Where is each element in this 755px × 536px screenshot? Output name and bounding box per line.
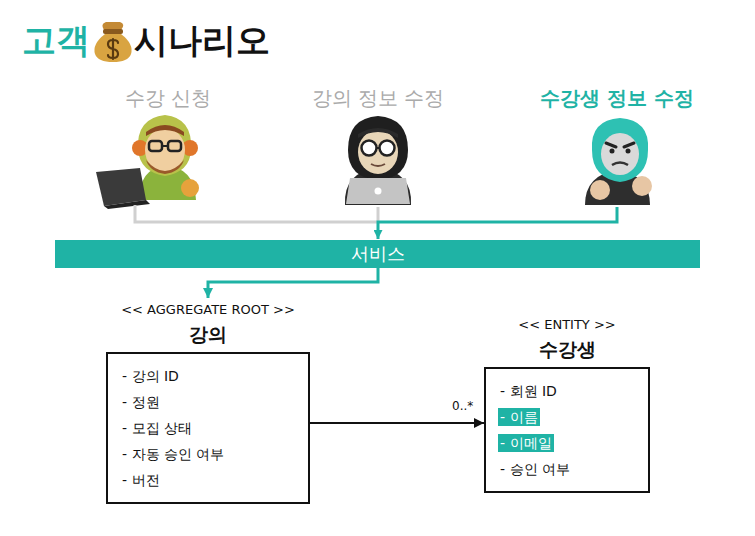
student-avatar-part — [181, 179, 199, 197]
customer-avatar-part — [612, 163, 628, 166]
student-avatar-part — [146, 125, 184, 136]
scenario-label: 수강생 정보 수정 — [540, 86, 694, 110]
attribute-row: - 강의 ID — [120, 363, 296, 389]
developer-avatar — [345, 116, 411, 205]
scenario-label: 강의 정보 수정 — [312, 86, 445, 110]
money-bag-icon-part — [94, 34, 131, 62]
aggregate-class-box: << AGGREGATE ROOT >>강의 - 강의 ID - 정원 - 모집 상태… — [106, 300, 310, 504]
student-avatar-part — [168, 141, 181, 151]
developer-avatar-part — [371, 164, 385, 166]
developer-avatar-part — [358, 128, 398, 138]
title-word: 시나리오 — [134, 20, 270, 61]
attribute-text: - 이메일 — [498, 434, 554, 452]
money-bag-icon-part — [108, 39, 118, 59]
student-avatar-part — [96, 168, 146, 206]
attribute-text: - 버전 — [120, 471, 162, 489]
attribute-row: - 회원 ID — [498, 378, 636, 404]
class-body: - 강의 ID - 정원 - 모집 상태 - 자동 승인 여부 - 버전 — [106, 352, 310, 504]
attribute-text: - 강의 ID — [120, 367, 181, 385]
developer-avatar-part — [358, 130, 398, 174]
scenario-wires — [135, 205, 617, 239]
attribute-row: - 승인 여부 — [498, 456, 636, 482]
developer-avatar-part — [375, 188, 382, 195]
scenario-wires-part — [135, 205, 378, 222]
developer-avatar-part — [348, 116, 408, 180]
student-avatar-part — [138, 115, 191, 176]
scenario-wires-part — [378, 207, 617, 239]
student-avatar-part — [146, 160, 184, 174]
connector — [310, 422, 484, 424]
stereotype-label: << ENTITY >> — [518, 315, 615, 335]
customer-avatar — [585, 118, 652, 205]
developer-avatar-part — [346, 178, 410, 204]
money-bag-icon-part — [103, 29, 123, 34]
class-body: - 회원 ID - 이름 - 이메일 - 승인 여부 — [484, 367, 650, 493]
developer-avatar-part — [362, 141, 377, 156]
multiplicity-label: 0..* — [450, 399, 475, 413]
student-avatar — [96, 115, 199, 209]
money-bag-icon — [94, 22, 131, 62]
attribute-text: - 모집 상태 — [120, 419, 194, 437]
attribute-row: - 정원 — [120, 389, 296, 415]
developer-avatar-part — [380, 141, 395, 156]
customer-avatar-part — [590, 180, 610, 200]
connector — [208, 268, 378, 298]
scenario-wires-part — [377, 207, 380, 222]
attribute-row: - 자동 승인 여부 — [120, 441, 296, 467]
attribute-text: - 자동 승인 여부 — [120, 445, 226, 463]
attribute-row: - 이메일 — [498, 430, 636, 456]
student-avatar-part — [104, 200, 150, 209]
service-band: 서비스 — [55, 240, 700, 268]
class-name: 강의 — [189, 320, 227, 348]
customer-avatar-part — [592, 118, 648, 182]
class-name: 수강생 — [539, 335, 596, 363]
attribute-row: - 버전 — [120, 467, 296, 493]
attribute-text: - 이름 — [498, 408, 540, 426]
customer-avatar-part — [606, 143, 634, 147]
developer-avatar-part — [376, 147, 380, 149]
band-label: 서비스 — [351, 242, 405, 266]
attribute-text: - 승인 여부 — [498, 460, 572, 478]
money-bag-icon-part — [102, 22, 123, 30]
customer-avatar-part — [610, 149, 615, 154]
customer-avatar-part — [632, 176, 652, 196]
scenario-label: 수강 신청 — [125, 86, 211, 110]
student-avatar-part — [149, 141, 162, 151]
customer-avatar-part — [626, 149, 631, 154]
customer-avatar-part — [601, 133, 639, 175]
student-avatar-part — [162, 145, 168, 147]
entity-class-box: << ENTITY >>수강생 - 회원 ID - 이름 - 이메일 - 승인 여부 — [484, 315, 650, 493]
attribute-text: - 회원 ID — [498, 382, 559, 400]
attribute-text: - 정원 — [120, 393, 162, 411]
stereotype-label: << AGGREGATE ROOT >> — [121, 300, 295, 320]
title-word: 고객 — [22, 20, 90, 61]
attribute-row: - 이름 — [498, 404, 636, 430]
attribute-row: - 모집 상태 — [120, 415, 296, 441]
